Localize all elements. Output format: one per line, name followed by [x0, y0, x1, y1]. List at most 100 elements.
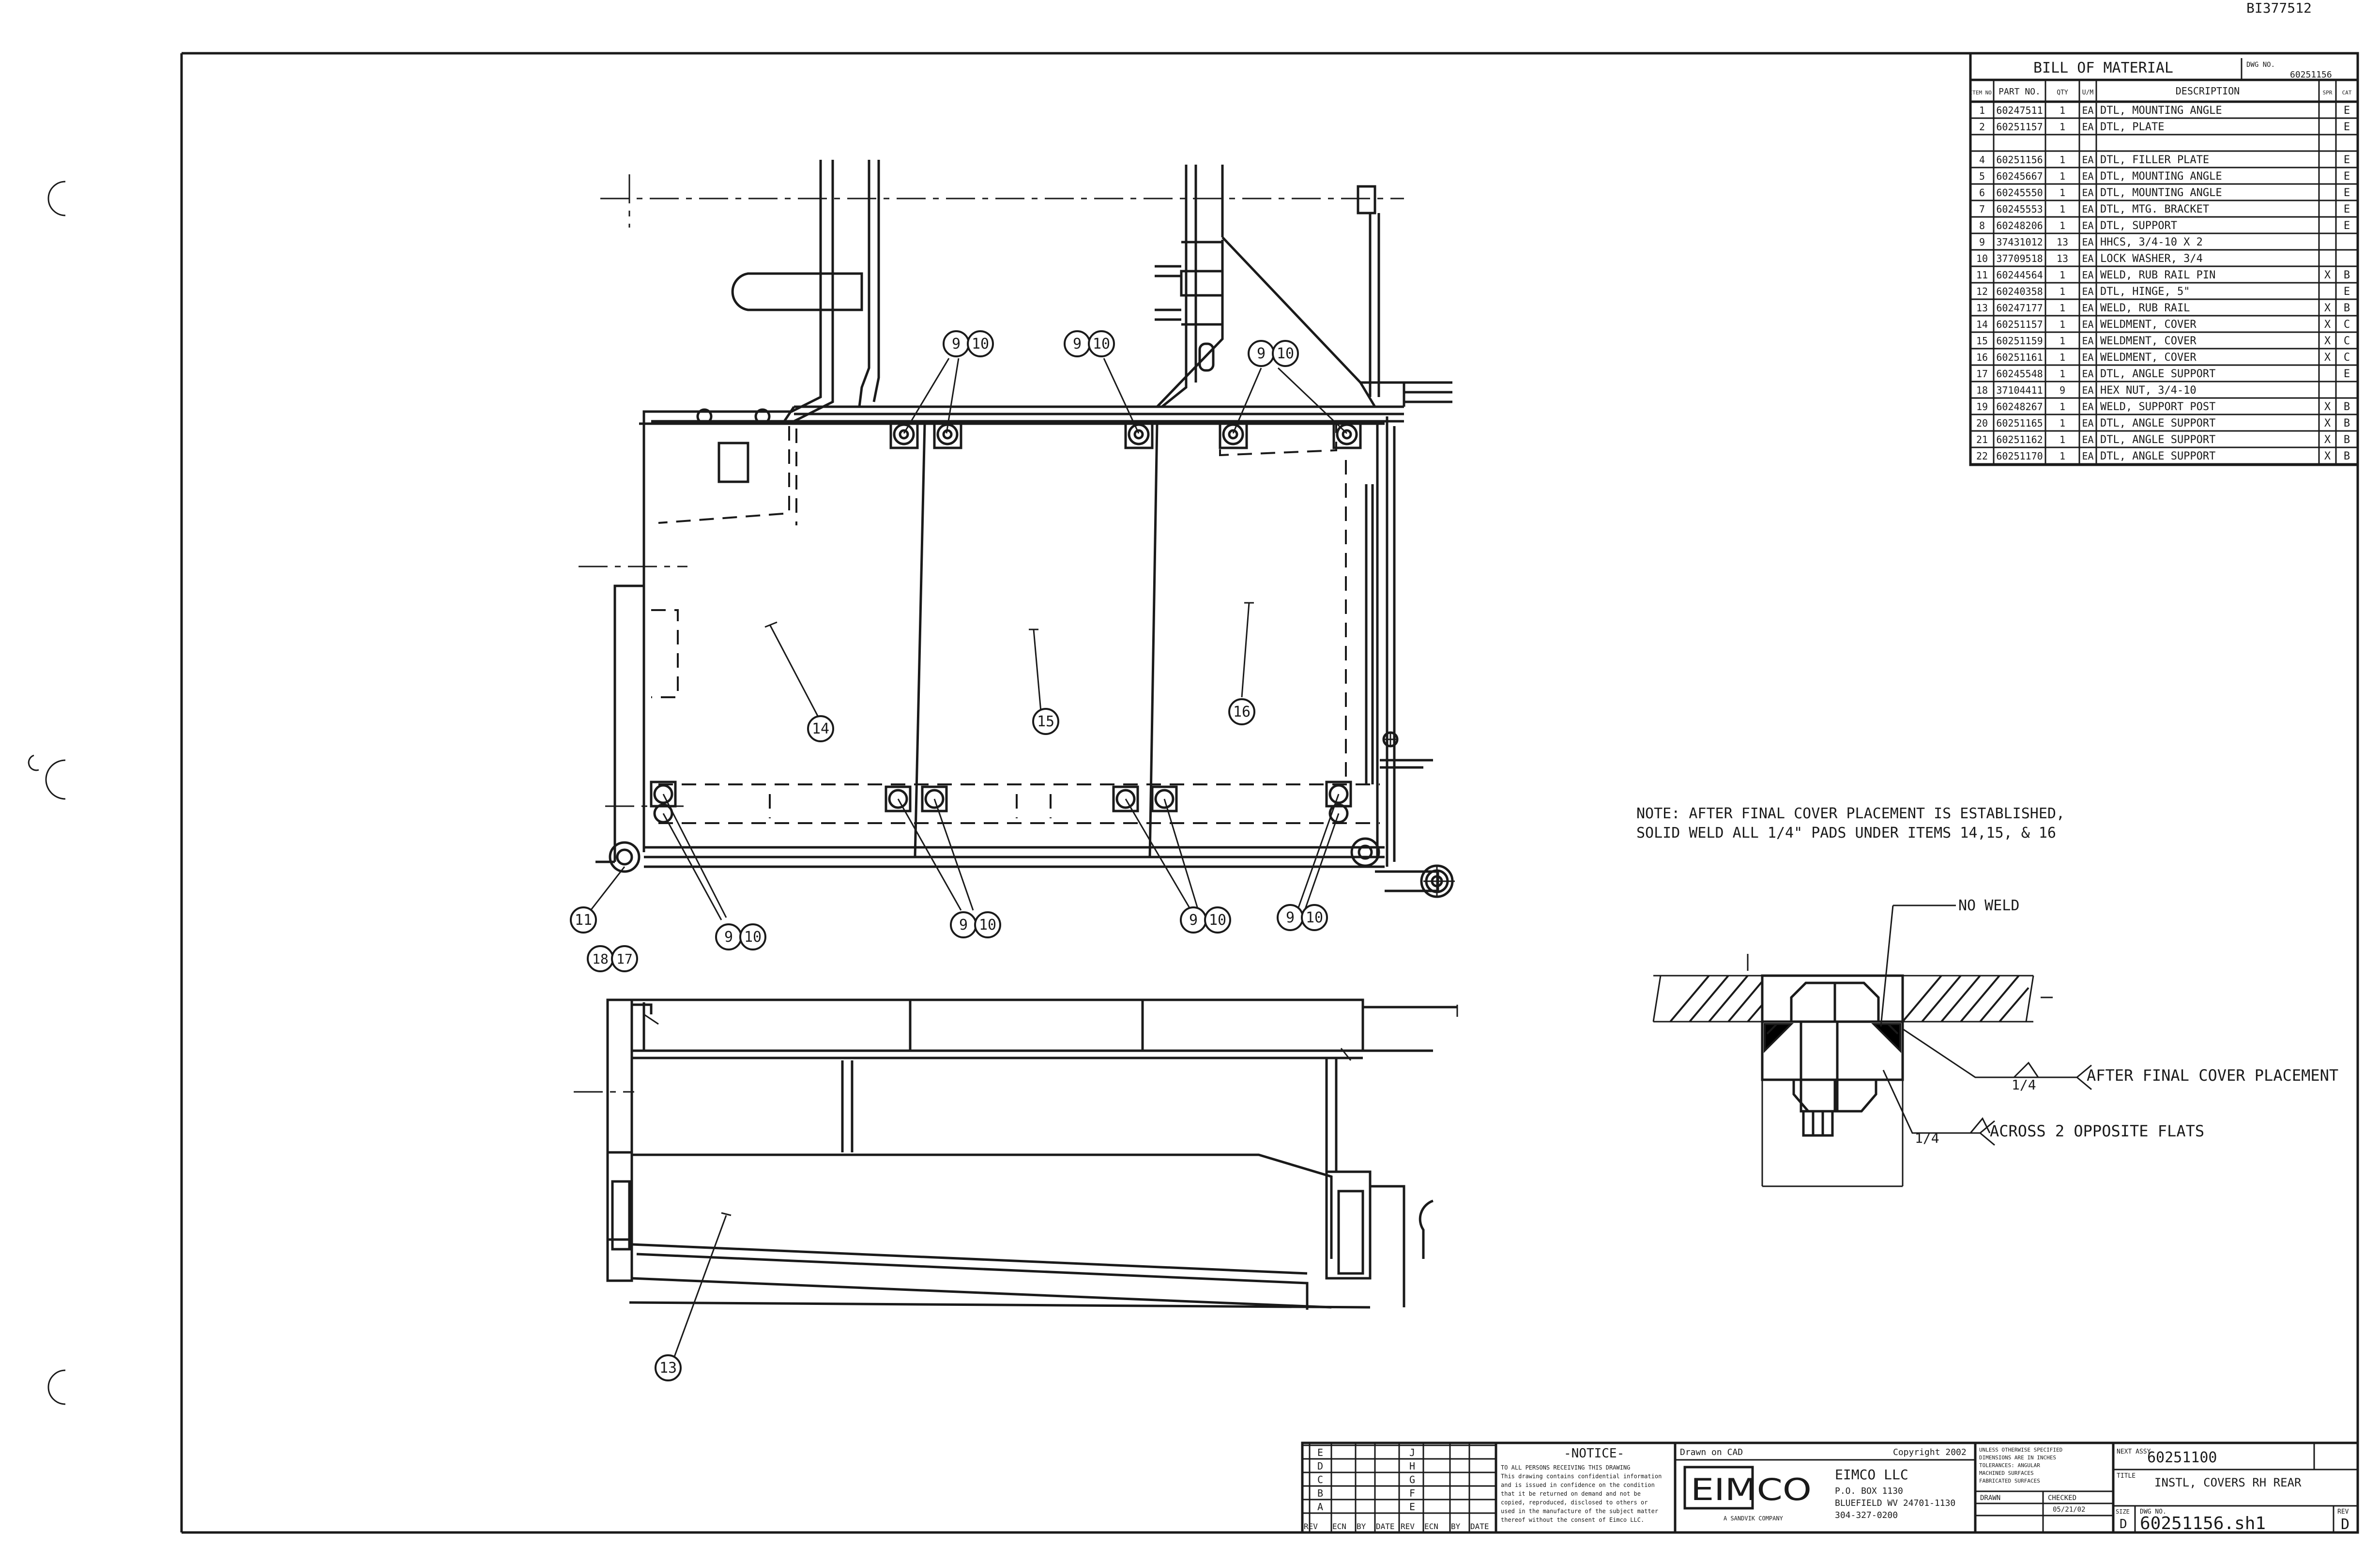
svg-text:9: 9 — [1073, 336, 1082, 352]
callout-9-10-bottom-c: 9 10 — [1180, 906, 1231, 934]
fastener-9-10 — [889, 420, 919, 449]
bom-cell: X — [2324, 302, 2331, 314]
fastener-9-10 — [1332, 420, 1362, 449]
bom-cell: 60251159 — [1996, 335, 2043, 347]
bom-cell: 7 — [1979, 203, 1985, 215]
bom-cell: 6 — [1979, 187, 1985, 199]
bom-cell: WELD, RUB RAIL PIN — [2100, 269, 2215, 281]
bom-cell: 1 — [2060, 302, 2065, 314]
bom-cell: WELDMENT, COVER — [2100, 319, 2197, 331]
bom-cell: WELDMENT, COVER — [2100, 352, 2197, 364]
revision-letter: G — [1409, 1474, 1415, 1486]
revision-header-cell: REV — [1304, 1522, 1318, 1531]
bom-cell: EA — [2082, 203, 2093, 215]
bom-cell: 1 — [2060, 450, 2065, 462]
company-block: Drawn on CAD Copyright 2002 EIMCO A SAND… — [1675, 1447, 1975, 1522]
bom-cell: DTL, MTG. BRACKET — [2100, 203, 2209, 215]
svg-text:10: 10 — [744, 929, 762, 946]
callout-9-10-bottom-a: 9 10 — [715, 923, 766, 950]
bom-cell: E — [2344, 203, 2350, 215]
bom-cell: 37104411 — [1996, 384, 2043, 396]
bom-cell: EA — [2082, 220, 2093, 231]
spec-line: MACHINED SURFACES — [1979, 1470, 2034, 1476]
hatch-left-plate — [1669, 975, 1768, 1023]
bom-cell: 60245548 — [1996, 368, 2043, 380]
callout-18-17: 18 17 — [587, 945, 638, 972]
revision-letter: J — [1409, 1447, 1415, 1458]
bom-cell: 16 — [1976, 352, 1988, 363]
bom-cell: 1 — [2060, 352, 2065, 363]
bom-cell: 20 — [1976, 417, 1988, 429]
bom-cell: 60245550 — [1996, 187, 2043, 199]
bom-cell: 1 — [2060, 187, 2065, 199]
bom-cell: 1 — [2060, 203, 2065, 215]
bom-cell: B — [2344, 450, 2350, 462]
bom-cell: DTL, ANGLE SUPPORT — [2100, 450, 2215, 462]
revision-header-cell: BY — [1451, 1522, 1461, 1531]
fastener-9-10 — [1325, 781, 1352, 824]
callout-11: 11 — [570, 906, 597, 934]
bom-cell: C — [2344, 319, 2350, 331]
notice-line: used in the manufacture of the subject m… — [1501, 1508, 1658, 1515]
callout-16: 16 — [1228, 698, 1255, 725]
callout-9-10-top-c: 9 10 — [1248, 340, 1299, 367]
callout-bubbles: 9 10 9 10 9 10 14 15 16 11 — [570, 330, 1328, 1381]
bom-cell: 13 — [2057, 253, 2068, 264]
bom-cell: EA — [2082, 302, 2093, 314]
spec-line: FABRICATED SURFACES — [1979, 1478, 2040, 1484]
weld-note-line-1: NOTE: AFTER FINAL COVER PLACEMENT IS EST… — [1636, 805, 2065, 822]
bom-cell: 60251157 — [1996, 319, 2043, 330]
bom-cell: 1 — [2060, 121, 2065, 133]
bom-cell: 11 — [1976, 269, 1988, 281]
bom-cell: 10 — [1976, 253, 1988, 264]
bom-cell: 60248267 — [1996, 401, 2043, 413]
bom-cell: EA — [2082, 154, 2093, 166]
weld-size-1: 1/4 — [2012, 1077, 2036, 1093]
bom-cell: 18 — [1976, 384, 1988, 396]
revision-header-cell: DATE — [1376, 1522, 1395, 1531]
bom-cell: 8 — [1979, 220, 1985, 231]
bom-grid-lines — [1970, 78, 2358, 465]
revision-letter: C — [1317, 1474, 1323, 1486]
bom-cell: WELD, SUPPORT POST — [2100, 401, 2215, 413]
bom-cell: 1 — [2060, 269, 2065, 281]
bom-cell: 60247511 — [1996, 105, 2043, 116]
notice-line: and is issued in confidence on the condi… — [1501, 1482, 1655, 1488]
svg-text:17: 17 — [616, 951, 633, 967]
bom-cell: 13 — [2057, 236, 2068, 248]
copyright: Copyright 2002 — [1893, 1447, 1967, 1457]
bom-cell: X — [2324, 450, 2331, 462]
callout-9-10-bottom-b: 9 10 — [950, 911, 1001, 938]
bom-cell: E — [2344, 154, 2350, 166]
bom-cell: 12 — [1976, 286, 1988, 297]
bom-cell: 60251165 — [1996, 417, 2043, 429]
bill-of-material: BILL OF MATERIAL DWG NO. 60251156 ITEM N… — [1969, 52, 2359, 466]
company-phone: 304-327-0200 — [1835, 1510, 1898, 1520]
callout-15: 15 — [1032, 708, 1059, 735]
bom-cell: DTL, MOUNTING ANGLE — [2100, 105, 2222, 117]
bom-cell: EA — [2082, 401, 2093, 413]
revision-header-cell: DATE — [1470, 1522, 1489, 1531]
svg-text:13: 13 — [659, 1360, 677, 1377]
logo-subtitle: A SANDVIK COMPANY — [1724, 1515, 1784, 1522]
spec-line: DIMENSIONS ARE IN INCHES — [1979, 1455, 2056, 1461]
svg-text:9: 9 — [952, 336, 961, 352]
svg-text:11: 11 — [575, 912, 592, 929]
bom-cell: 5 — [1979, 170, 1985, 182]
notice-title: -NOTICE- — [1564, 1446, 1624, 1461]
fastener-9-10 — [1219, 420, 1248, 449]
bom-cell: EA — [2082, 170, 2093, 182]
